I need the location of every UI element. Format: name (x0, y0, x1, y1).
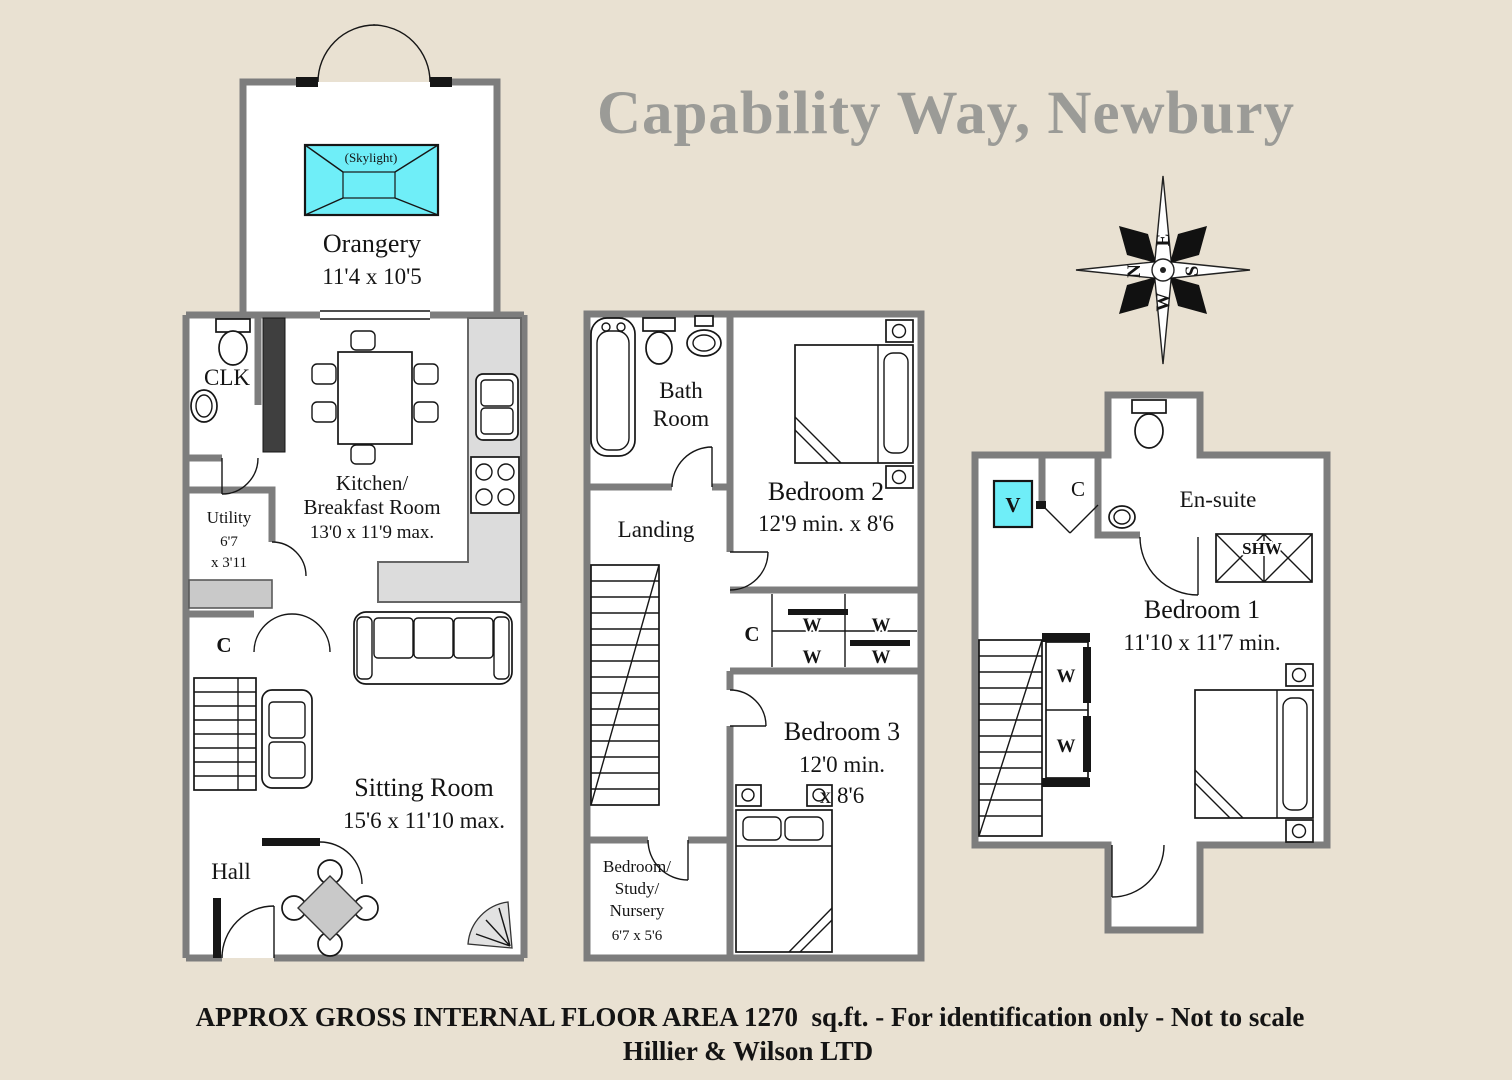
utility-door-swing (271, 541, 307, 577)
footer-line-2: Hillier & Wilson LTD (623, 1036, 873, 1066)
stair-wall-stub (1042, 633, 1090, 642)
wardrobe-label-4: W (872, 647, 891, 668)
orangery-dims: 11'4 x 10'5 (322, 264, 421, 289)
compass-east-label: E (1153, 234, 1174, 247)
nursery-label-1: Bedroom/ (603, 857, 671, 876)
kitchen-dims: 13'0 x 11'9 max. (310, 522, 434, 543)
sf-wardrobe-label-2: W (1057, 736, 1076, 757)
wardrobe-strip (771, 594, 917, 667)
first-floor-plan: Bath Room Landing Bedroom 2 12'9 min. x … (583, 310, 925, 962)
sink (1108, 505, 1136, 529)
sitting-room-door-swing (319, 841, 363, 885)
door-jamb (1036, 501, 1046, 509)
sf-cupboard-label: C (1071, 477, 1085, 501)
bedroom1-wardrobes (1045, 641, 1091, 779)
hob (470, 456, 520, 514)
bedroom1-label: Bedroom 1 (1144, 595, 1260, 624)
front-door-swing (221, 905, 275, 959)
door-jamb (296, 77, 318, 87)
round-table (281, 859, 379, 957)
cupboard-bifold-doors (1041, 504, 1099, 534)
shower (1215, 533, 1313, 583)
second-floor-staircase (978, 639, 1043, 837)
toilet (215, 318, 251, 366)
bedroom1-door-swing (1111, 844, 1165, 898)
nursery-dims: 6'7 x 5'6 (612, 928, 663, 944)
bath-label-1: Bath (659, 378, 703, 403)
door-jamb (430, 77, 452, 87)
bedroom2-label: Bedroom 2 (768, 477, 884, 506)
utility-label: Utility (207, 508, 252, 527)
compass-rose: E S W N (1075, 175, 1251, 365)
bedroom3-door-swing (729, 689, 767, 727)
ensuite-door-swing (1139, 536, 1199, 596)
hall-label: Hall (211, 859, 251, 884)
compass-west-label: W (1153, 293, 1174, 312)
ensuite-label: En-suite (1180, 487, 1257, 512)
orangery-double-doors (317, 24, 431, 320)
bath-label-2: Room (653, 406, 709, 431)
bedroom2-door-swing (729, 551, 769, 591)
sitting-room-label: Sitting Room (354, 773, 493, 802)
ff-cupboard-label: C (744, 622, 759, 646)
toilet (642, 317, 676, 365)
shower-label: SHW (1242, 539, 1282, 558)
armchair (261, 689, 313, 789)
vent-label: V (1005, 493, 1020, 517)
utility-worktop (188, 579, 273, 609)
orangery-label: Orangery (323, 229, 421, 258)
skylight: (Skylight) (303, 143, 440, 217)
nursery-label-3: Nursery (610, 901, 665, 920)
cupboard-label: C (216, 633, 231, 657)
utility-dims-1: 6'7 (220, 534, 238, 550)
bathtub (590, 317, 636, 457)
sink (686, 315, 722, 357)
first-floor-staircase (590, 564, 660, 806)
bedroom3-dims-2: x 8'6 (820, 783, 864, 808)
bedroom1-bed (1194, 663, 1314, 843)
dining-table (311, 330, 439, 465)
stair-wall-stub (1042, 778, 1090, 787)
bedroom3-label: Bedroom 3 (784, 717, 900, 746)
bedroom1-dims: 11'10 x 11'7 min. (1123, 630, 1280, 655)
utility-dims-2: x 3'11 (211, 555, 247, 571)
sitting-room-dims: 15'6 x 11'10 max. (343, 808, 505, 833)
landing-label: Landing (618, 517, 695, 542)
cupboard-door-swing (253, 613, 331, 653)
nursery-label-2: Study/ (615, 879, 660, 898)
skylight-label: (Skylight) (345, 150, 398, 165)
bedroom3-bed (735, 784, 833, 953)
wardrobe-label-3: W (803, 647, 822, 668)
bedroom2-bed (794, 319, 914, 489)
ground-floor-plan: (Skylight) (182, 24, 528, 962)
kitchen-label-1: Kitchen/ (336, 471, 408, 495)
second-floor-plan: V C En-suite SHW Bedroom 1 11'10 x 11'7 … (971, 391, 1331, 934)
wardrobe-label-2: W (872, 615, 891, 636)
nursery-door-swing (647, 839, 689, 881)
vent-box (992, 479, 1034, 529)
wardrobe-label-1: W (803, 615, 822, 636)
hall-divider-wall (262, 838, 320, 846)
compass-south-label: S (1182, 266, 1203, 277)
corner-plant (467, 901, 513, 949)
compass-north-label: N (1124, 264, 1145, 278)
bedroom2-dims: 12'9 min. x 8'6 (758, 511, 894, 536)
kitchen-label-2: Breakfast Room (303, 495, 440, 519)
bedroom3-dims-1: 12'0 min. (799, 752, 885, 777)
sf-wardrobe-label-1: W (1057, 666, 1076, 687)
footer: APPROX GROSS INTERNAL FLOOR AREA 1270 sq… (196, 1002, 1305, 1066)
kitchen-sink (475, 373, 519, 441)
porch-wall (213, 898, 221, 958)
sofa (353, 611, 513, 685)
chimney-breast (262, 317, 286, 453)
clk-door-swing (221, 457, 259, 495)
toilet (1131, 399, 1167, 449)
clk-label: CLK (204, 365, 250, 390)
footer-line-1: APPROX GROSS INTERNAL FLOOR AREA 1270 sq… (196, 1002, 1305, 1032)
main-title: Capability Way, Newbury (597, 80, 1295, 147)
ground-staircase (193, 677, 257, 791)
bathroom-door-swing (671, 446, 713, 488)
sink (190, 389, 218, 423)
